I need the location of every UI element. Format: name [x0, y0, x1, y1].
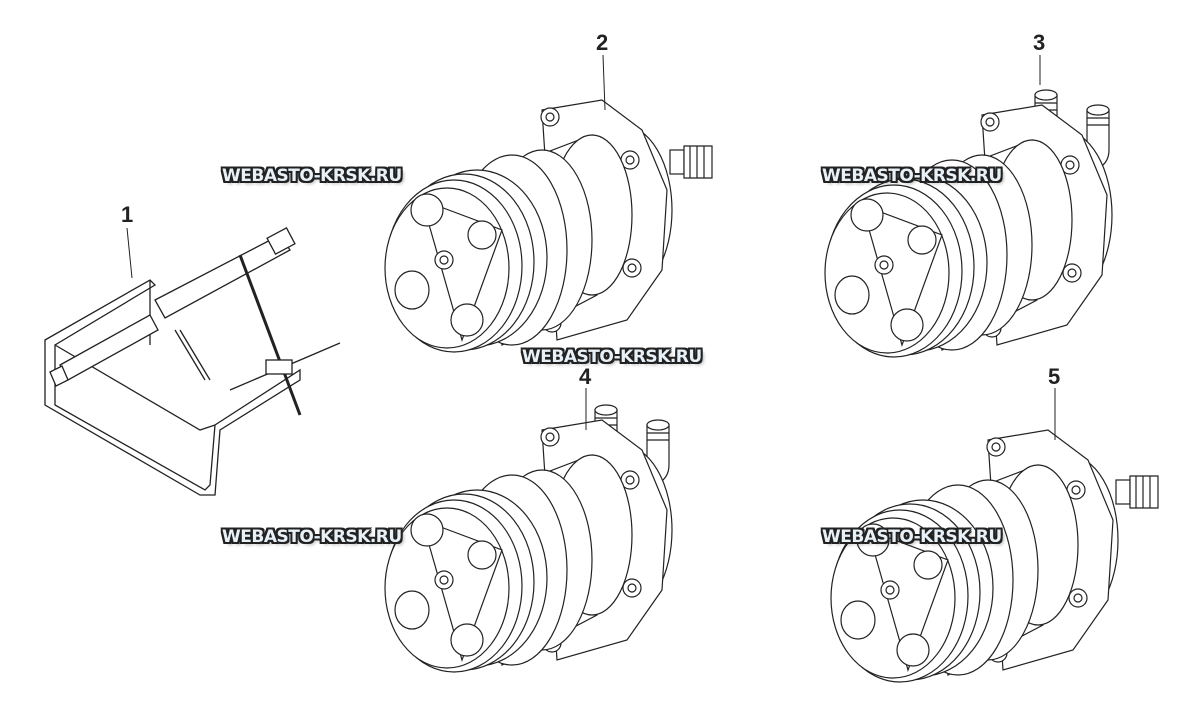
watermark: WEBASTO-KRSK.RU [222, 527, 402, 547]
leader-lines [585, 54, 1056, 440]
watermark: WEBASTO-KRSK.RU [522, 347, 702, 367]
part-number-2: 2 [596, 30, 609, 55]
compressor-3 [824, 89, 1113, 358]
part-number-1: 1 [121, 202, 134, 227]
compressor-4 [384, 404, 673, 673]
part-number-5: 5 [1048, 364, 1061, 389]
compressor-2 [384, 99, 713, 353]
bracket-tool [44, 227, 341, 496]
watermark: WEBASTO-KRSK.RU [822, 527, 1002, 547]
compressor-5 [830, 429, 1159, 683]
part-number-3: 3 [1033, 30, 1046, 55]
part-number-4: 4 [579, 364, 592, 389]
leader-line-1 [126, 227, 133, 279]
watermark: WEBASTO-KRSK.RU [222, 166, 402, 186]
watermark: WEBASTO-KRSK.RU [822, 166, 1002, 186]
